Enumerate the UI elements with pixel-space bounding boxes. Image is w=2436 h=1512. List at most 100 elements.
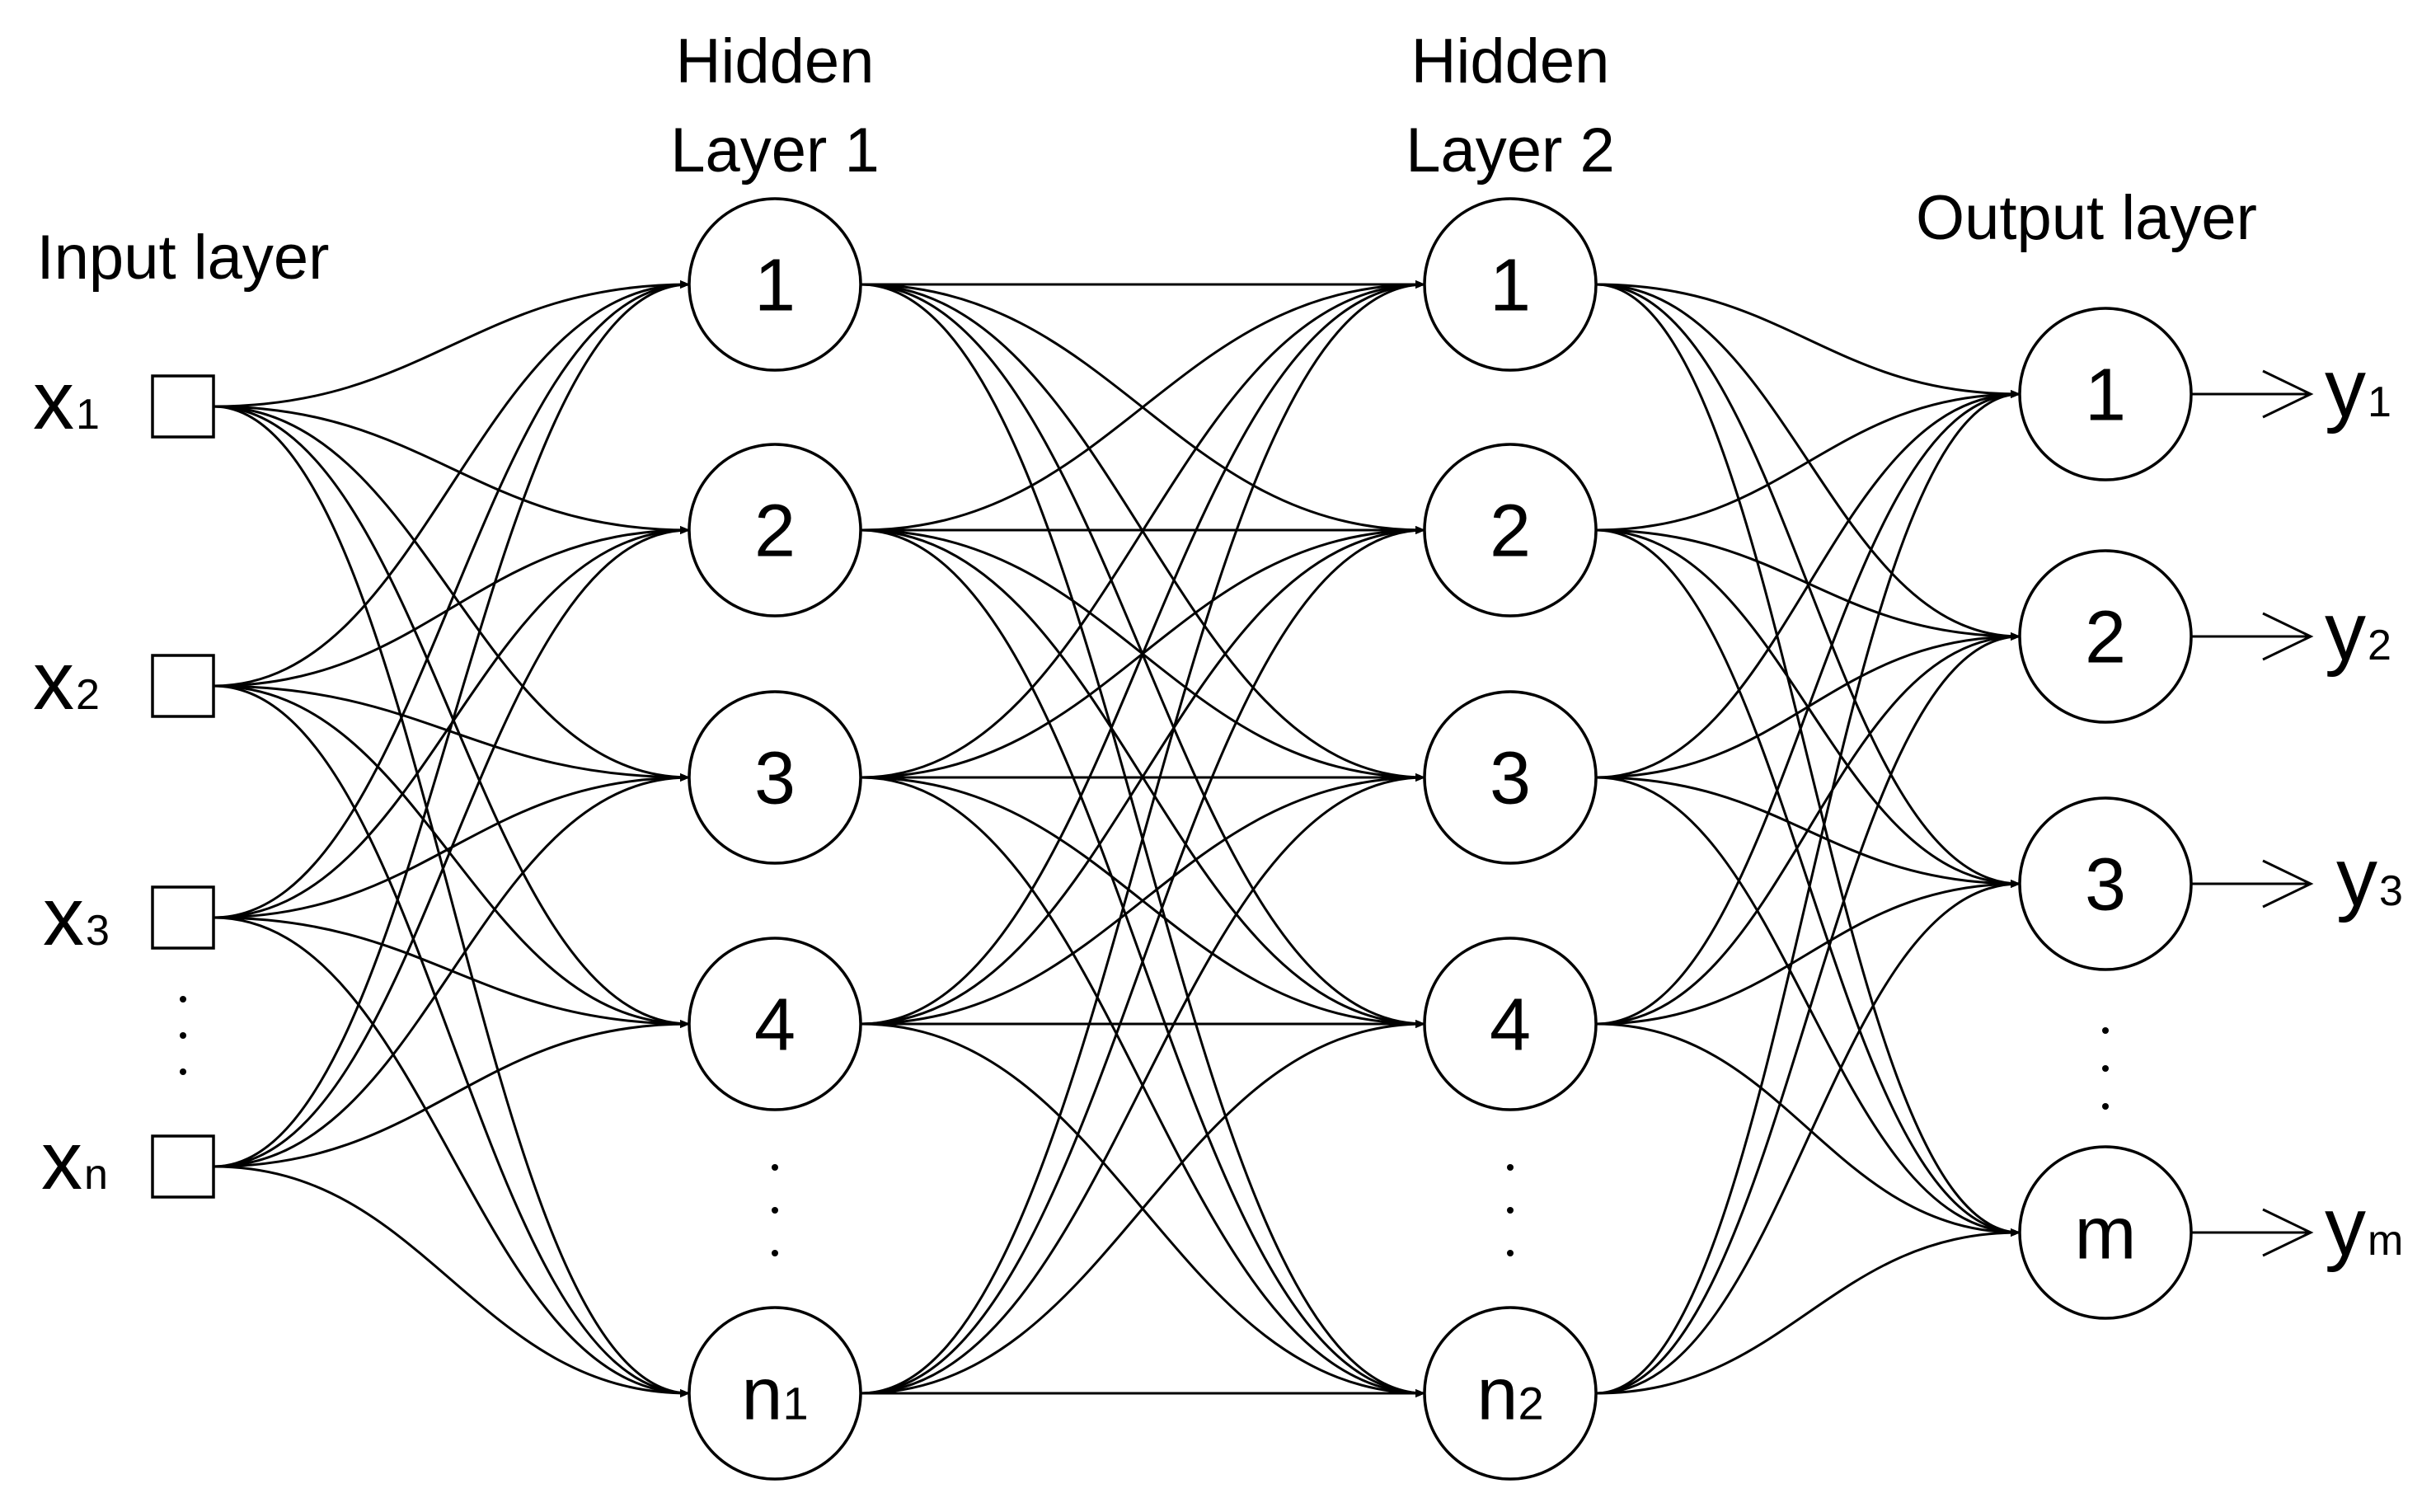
- node-circle: [2018, 307, 2193, 481]
- connection-edge: [213, 684, 690, 1397]
- connection-edge: [860, 1020, 1425, 1395]
- input-node: x2: [33, 635, 215, 727]
- output-label: ym: [2325, 1181, 2403, 1273]
- connection-edge: [213, 1165, 690, 1397]
- connection-edge: [1595, 632, 2021, 1026]
- output-layer-title: Output layer: [1916, 183, 2257, 253]
- connection-edge: [860, 280, 1425, 532]
- input-box: [151, 654, 215, 718]
- hidden1-node: 2: [688, 443, 862, 617]
- node-label: 3: [754, 738, 796, 820]
- hidden1-node: 3: [688, 690, 862, 865]
- hidden1-node: 1: [688, 197, 862, 372]
- node-circle: [688, 197, 862, 372]
- connection-edge: [860, 773, 1425, 1026]
- node-circle: [688, 690, 862, 865]
- output-node: 2: [2018, 549, 2193, 724]
- output-label: y3: [2336, 831, 2403, 923]
- node-label: 2: [2085, 597, 2126, 679]
- connection-edge: [213, 916, 690, 1397]
- connection-edge: [1595, 632, 2021, 1395]
- connection-edge: [213, 684, 690, 782]
- connection-edge: [213, 1020, 690, 1168]
- input-label: x1: [33, 355, 100, 447]
- connection-edge: [1595, 283, 2021, 398]
- connection-edge: [213, 526, 690, 1168]
- hidden-layer-1: 1 2 3 4 n1: [688, 197, 862, 1481]
- hidden-layer-1-title-line1: Hidden: [676, 26, 875, 96]
- connections: [213, 280, 2021, 1397]
- input-box: [151, 374, 215, 439]
- input-box: [151, 1134, 215, 1199]
- connection-edge: [1595, 283, 2021, 1237]
- input-layer: x1 x2 x3 xn: [33, 355, 215, 1207]
- connection-edge: [860, 280, 1425, 1026]
- node-label: 1: [1490, 245, 1531, 327]
- hidden1-node: 4: [688, 937, 862, 1111]
- node-circle: [688, 443, 862, 617]
- node-circle: [2018, 1145, 2193, 1320]
- ellipsis-dots: [772, 1164, 778, 1256]
- connection-edge: [213, 280, 690, 408]
- connection-edge: [1595, 390, 2021, 779]
- connection-edge: [1595, 1228, 2021, 1395]
- node-circle: [1423, 1306, 1598, 1481]
- output-label: y1: [2325, 342, 2391, 434]
- connection-edge: [213, 773, 690, 1168]
- node-label: n2: [1476, 1354, 1543, 1436]
- output-arrows: [2191, 369, 2314, 1257]
- ellipsis-dots: [1507, 1164, 1514, 1256]
- input-layer-title: Input layer: [37, 223, 330, 293]
- output-node: m: [2018, 1145, 2193, 1320]
- node-label: 2: [1490, 491, 1531, 573]
- node-label: 3: [2085, 844, 2126, 927]
- output-node: 1: [2018, 307, 2193, 481]
- connection-edge: [213, 405, 690, 1028]
- node-circle: [1423, 690, 1598, 865]
- output-arrow: [2191, 369, 2314, 419]
- connection-edge: [213, 280, 690, 688]
- node-circle: [1423, 443, 1598, 617]
- node-circle: [1423, 937, 1598, 1111]
- node-circle: [2018, 796, 2193, 971]
- input-label: x3: [43, 871, 110, 963]
- node-label: n1: [741, 1354, 808, 1436]
- connection-edge: [1595, 390, 2021, 1395]
- output-arrow: [2191, 612, 2314, 661]
- hidden-layer-2-title-line1: Hidden: [1411, 26, 1610, 96]
- connection-edge: [213, 280, 690, 1168]
- connection-edge: [1595, 528, 2021, 1237]
- hidden-layer-2-title-line2: Layer 2: [1406, 115, 1615, 185]
- connection-edge: [213, 405, 690, 1397]
- hidden-layer-1-title-line2: Layer 1: [670, 115, 880, 185]
- connection-edge: [860, 526, 1425, 1026]
- connection-edge: [213, 405, 690, 782]
- node-circle: [688, 937, 862, 1111]
- input-node: x1: [33, 355, 215, 447]
- node-circle: [2018, 549, 2193, 724]
- connection-edge: [213, 684, 690, 1028]
- connection-edge: [213, 280, 690, 919]
- ellipsis-dots: [2102, 1027, 2109, 1110]
- output-arrow: [2191, 859, 2314, 909]
- node-circle: [688, 1306, 862, 1481]
- input-node: x3: [43, 871, 215, 963]
- connection-edge: [1595, 390, 2021, 532]
- input-label: x2: [33, 635, 100, 727]
- output-arrow: [2191, 1208, 2314, 1257]
- node-circle: [1423, 197, 1598, 372]
- output-node: 3: [2018, 796, 2193, 971]
- connection-edge: [213, 526, 690, 688]
- output-label: y2: [2325, 585, 2391, 678]
- ellipsis-dots: [180, 996, 186, 1075]
- connection-edge: [213, 405, 690, 534]
- node-label: 1: [2085, 355, 2126, 437]
- connection-edge: [1595, 283, 2021, 641]
- connection-edge: [860, 280, 1425, 1395]
- hidden2-node: 2: [1423, 443, 1598, 617]
- connection-edge: [1595, 880, 2021, 1026]
- output-layer: 1 2 3 m y1 y2 y3 ym: [2018, 307, 2403, 1320]
- hidden1-node: n1: [688, 1306, 862, 1481]
- connection-edge: [860, 526, 1425, 1395]
